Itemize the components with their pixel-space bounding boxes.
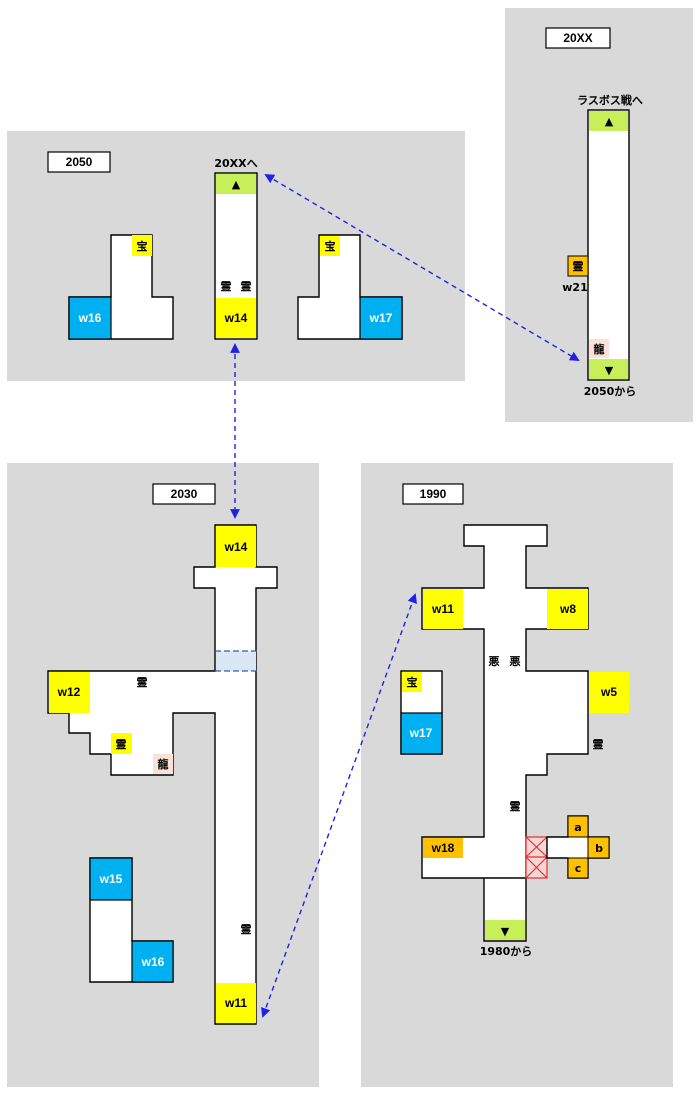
spirit-icon: 霊 (137, 676, 148, 689)
warp-w5-tile[interactable] (589, 672, 629, 713)
spirit-icon: 霊 (573, 260, 584, 273)
switch-b-tile[interactable] (587, 836, 610, 859)
warp-w12-label: w12 (57, 685, 81, 699)
warp-w14-label: w14 (224, 540, 248, 554)
w21-caption: w21 (562, 281, 587, 294)
last-boss-caption: ラスボス戦へ (577, 93, 643, 107)
era-label: 1990 (420, 487, 447, 501)
link-2050-to-20xx (264, 174, 580, 361)
era-1990-map: 1990 w11 w8 悪 悪 w5 霊 霊 a b c w18 ▼ 1980か… (400, 483, 629, 958)
warp-w11-tile[interactable] (216, 983, 256, 1023)
warp-w18-tile[interactable] (423, 838, 463, 858)
spirit-icon: 霊 (241, 280, 252, 293)
link-2030-to-1990 (261, 593, 417, 1018)
dragon-icon: 龍 (594, 342, 605, 356)
corridor-20xx (587, 109, 630, 381)
warp-w11-label: w11 (224, 996, 247, 1010)
warp-w17-label: w17 (369, 311, 393, 325)
switch-b-label: b (595, 842, 603, 855)
treasure-icon: 宝 (137, 239, 148, 253)
warp-w16-label: w16 (78, 311, 102, 325)
switch-c-tile[interactable] (567, 857, 589, 879)
switch-a-label: a (574, 821, 581, 834)
warp-w8-tile[interactable] (547, 589, 588, 629)
spirit-icon: 霊 (241, 923, 252, 936)
blocked-hatch (525, 856, 548, 879)
era-20xx-map: 20XX ラスボス戦へ ▲ 霊 w21 龍 ▼ 2050から (545, 27, 643, 398)
from-1980-caption: 1980から (480, 945, 533, 958)
dragon-tile (153, 754, 173, 774)
warp-w11-tile[interactable] (423, 589, 463, 629)
blocked-hatch (525, 836, 548, 858)
warp-w14-tile[interactable] (216, 526, 256, 567)
evil-icon: 悪 (510, 655, 521, 668)
spirit-icon: 霊 (593, 738, 604, 751)
warp-w16-tile[interactable] (68, 296, 112, 340)
switch-a-tile[interactable] (567, 815, 589, 838)
warp-w14-label: w14 (224, 311, 248, 325)
down-stairs-icon: ▼ (605, 364, 614, 377)
spirit-tile[interactable] (111, 733, 132, 754)
evil-icon: 悪 (489, 655, 500, 668)
warp-w16-label: w16 (141, 955, 165, 969)
down-stairs-icon: ▼ (501, 925, 510, 938)
spirit-icon: 霊 (221, 280, 232, 293)
down-stairs-tile[interactable] (589, 359, 628, 379)
era-label-box (47, 151, 111, 173)
treasure-tile[interactable] (132, 235, 152, 256)
treasure-icon: 宝 (407, 675, 418, 689)
era-label: 20XX (563, 31, 592, 45)
treasure-icon: 宝 (325, 239, 336, 253)
to-20xx-caption: 20XXへ (214, 157, 257, 170)
era-label: 2050 (66, 155, 93, 169)
era-label: 2030 (171, 487, 198, 501)
warp-w11-label: w11 (431, 602, 454, 616)
up-stairs-tile[interactable] (589, 111, 628, 131)
spirit-icon: 霊 (510, 800, 521, 813)
from-2050-caption: 2050から (584, 385, 637, 398)
down-stairs-tile[interactable] (485, 920, 525, 940)
dragon-tile (589, 339, 609, 358)
warp-w17-label: w17 (409, 726, 433, 740)
era-label-box (152, 483, 216, 505)
dragon-icon: 龍 (158, 757, 169, 771)
spirit-icon: 霊 (116, 738, 127, 751)
bridge-tile (216, 651, 256, 671)
switch-c-label: c (575, 862, 582, 875)
up-stairs-icon: ▲ (605, 115, 614, 128)
up-stairs-icon: ▲ (232, 178, 241, 191)
warp-w14-tile[interactable] (216, 298, 256, 338)
era-label-box (402, 483, 464, 505)
warp-w8-label: w8 (559, 602, 576, 616)
up-stairs-tile[interactable] (216, 174, 256, 194)
warp-w16-tile[interactable] (131, 940, 174, 983)
warp-w5-label: w5 (600, 685, 617, 699)
warp-w12-tile[interactable] (49, 672, 90, 713)
era-2030-map: 2030 w14 w12 霊 霊 龍 霊 w11 w15 w16 (47, 483, 278, 1025)
warp-w15-tile[interactable] (89, 857, 133, 901)
era-label-box (545, 27, 611, 49)
warp-w18-label: w18 (431, 841, 455, 855)
warp-w15-label: w15 (99, 872, 123, 886)
